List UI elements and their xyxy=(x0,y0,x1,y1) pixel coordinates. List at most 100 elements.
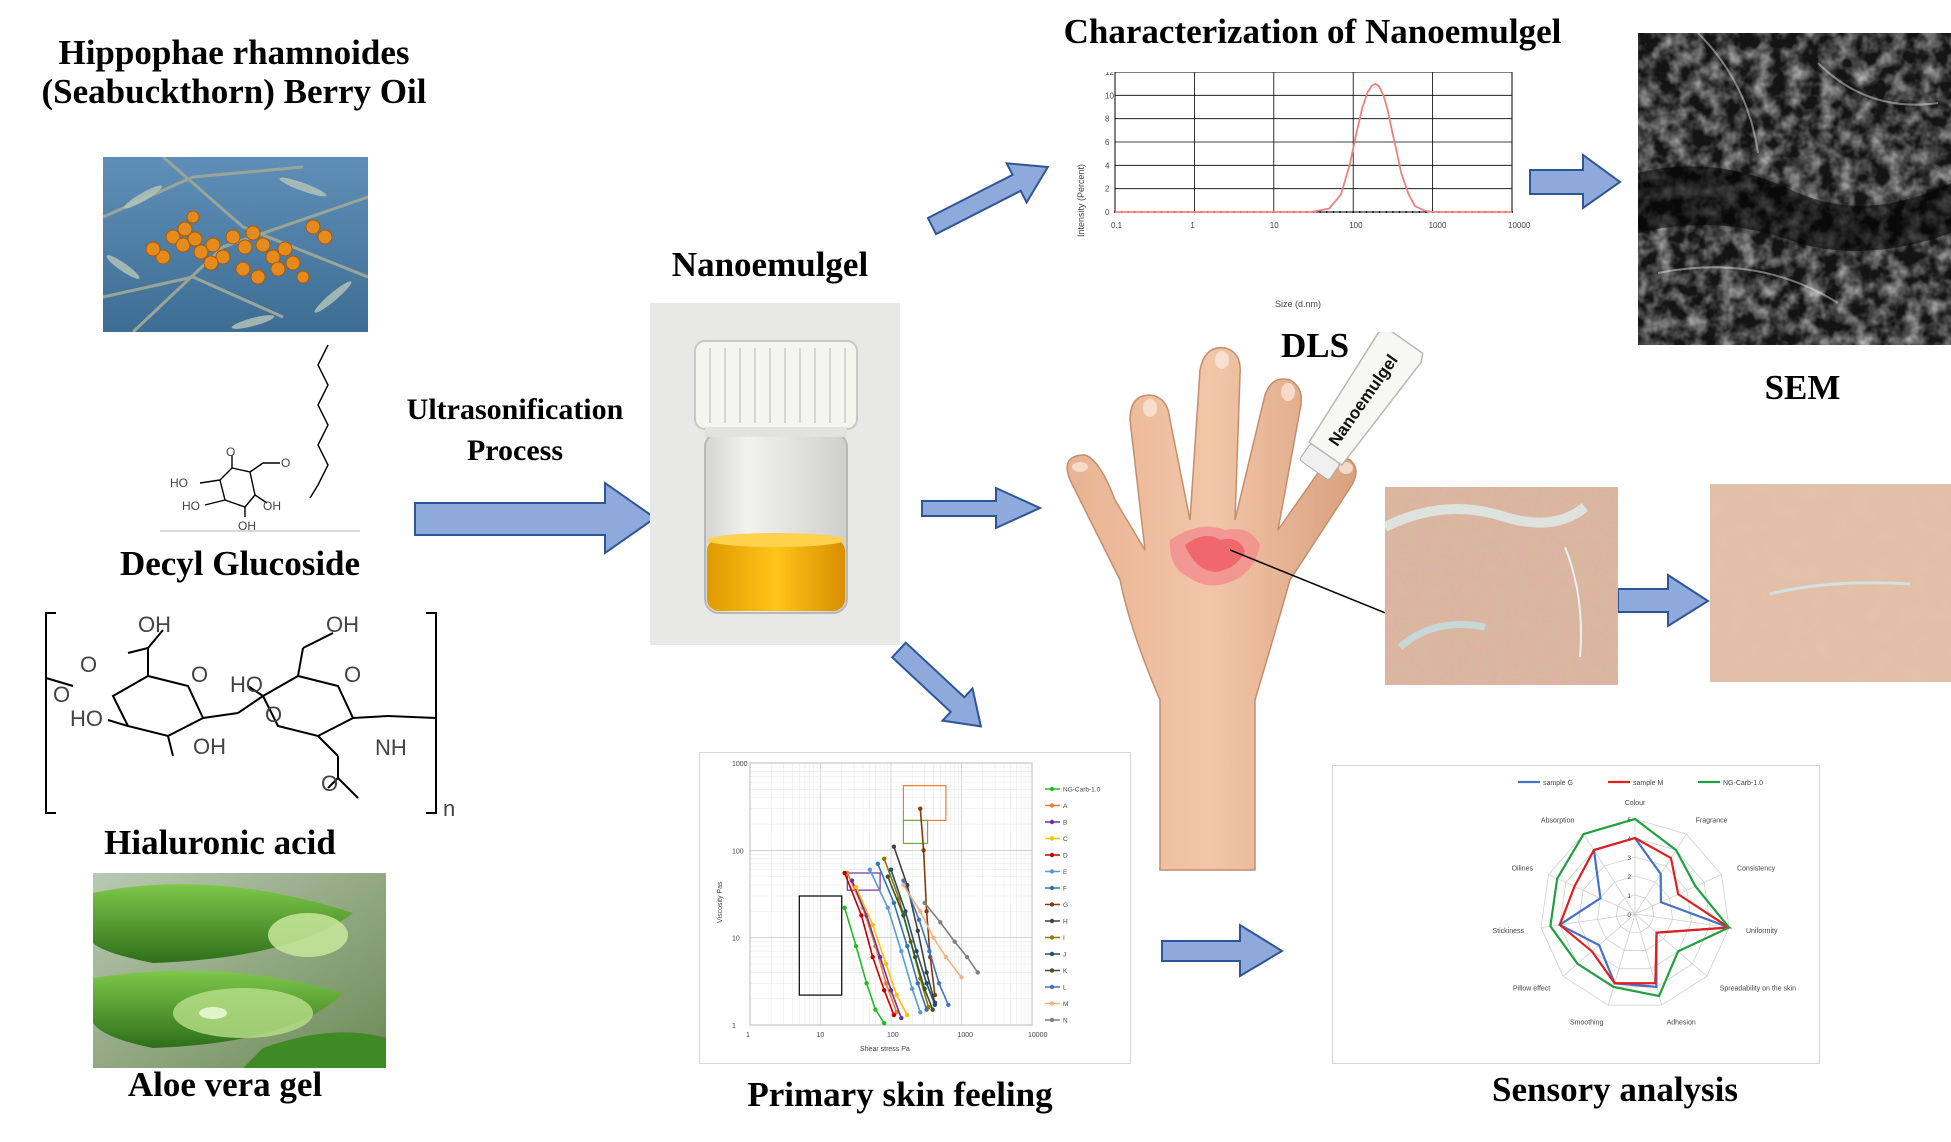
radar-grid-ring xyxy=(1578,856,1692,970)
dls-baseline-marker xyxy=(1319,211,1322,213)
dls-baseline-marker xyxy=(1378,211,1381,213)
rheo-legend-marker xyxy=(1049,836,1055,841)
ha-group-label: O xyxy=(344,662,361,687)
rheology-ylabel: Viscosity Pas xyxy=(717,881,724,923)
rheo-xtick-label: 100 xyxy=(887,1032,899,1039)
radar-rtick-label: 2 xyxy=(1627,874,1631,881)
rheo-legend-label: E xyxy=(1063,869,1068,876)
decyl-group-label: OH xyxy=(238,519,256,533)
arrow-to-skin-feeling xyxy=(890,641,983,728)
rheo-ytick-label: 10 xyxy=(732,936,740,943)
dls-ytick-label: 8 xyxy=(1105,115,1110,124)
rheo-data-point xyxy=(943,954,949,960)
arrow-to-dls xyxy=(926,162,1050,236)
rheo-legend-marker xyxy=(1049,984,1055,990)
radar-axis-label: Absorption xyxy=(1541,818,1575,825)
radar-axis-label: Adhesion xyxy=(1667,1020,1696,1027)
rheo-data-point xyxy=(915,928,921,933)
dls-xlabel: Size (d.nm) xyxy=(1275,299,1321,309)
rheo-data-point xyxy=(918,806,923,811)
dls-ytick-label: 4 xyxy=(1105,161,1110,170)
rheo-legend-label: F xyxy=(1063,886,1067,893)
aloe-vera-photo xyxy=(93,873,386,1068)
dls-baseline-marker xyxy=(1411,211,1414,213)
dls-xtick-label: 1000 xyxy=(1429,221,1447,230)
rheo-data-point xyxy=(891,844,897,849)
dls-series-line xyxy=(1115,82,1512,213)
rheo-data-point xyxy=(901,882,906,888)
hyaluronic-acid-label: Hialuronic acid xyxy=(104,823,336,862)
ha-group-label: OH xyxy=(326,612,359,637)
rheo-legend-label: NG-Carb-1.0 xyxy=(1063,787,1101,794)
decyl-group-label: HO xyxy=(182,499,200,513)
rheo-data-point xyxy=(894,1010,899,1015)
rheo-data-point xyxy=(864,981,869,986)
seabuckthorn-berries-image xyxy=(103,157,368,332)
dls-xtick-label: 100 xyxy=(1349,221,1363,230)
rheo-legend-label: K xyxy=(1063,968,1068,975)
rheo-legend-marker xyxy=(1049,935,1055,940)
rheo-data-point xyxy=(859,913,864,918)
radar-grid-ring xyxy=(1540,818,1730,1006)
rheo-data-point xyxy=(905,1012,910,1018)
radar-grid-ring xyxy=(1596,875,1674,951)
rheo-data-point xyxy=(881,856,887,861)
dls-ytick-label: 6 xyxy=(1105,138,1110,147)
dls-ytick-label: 0 xyxy=(1105,208,1110,217)
sem-label: SEM xyxy=(1764,368,1841,407)
dls-baseline-marker xyxy=(1352,211,1355,213)
hyaluronic-acid-structure: OH O O HO O HO OH OH O O NH O n xyxy=(45,612,455,821)
radar-rtick-label: 3 xyxy=(1627,855,1631,862)
rheo-data-point xyxy=(924,970,929,975)
ha-group-label: NH xyxy=(375,735,407,760)
radar-axis-label: Smoothing xyxy=(1570,1020,1604,1027)
radar-grid-ring xyxy=(1615,894,1655,933)
rheo-data-point xyxy=(891,1012,897,1018)
decyl-group-label: O xyxy=(226,445,235,459)
radar-spoke xyxy=(1634,913,1730,928)
hand-illustration xyxy=(1066,346,1357,871)
ha-group-label: O xyxy=(80,652,97,677)
dls-ytick-label: 10 xyxy=(1105,91,1114,100)
rheo-data-point xyxy=(922,986,927,991)
rheo-xtick-label: 10 xyxy=(817,1032,825,1039)
rheo-legend-marker xyxy=(1049,803,1055,808)
rheo-data-point xyxy=(918,909,923,914)
rheo-legend-marker xyxy=(1049,852,1055,858)
arrow-dls-to-sem xyxy=(1529,153,1622,210)
process-label-text: Ultrasonification Process xyxy=(406,393,624,467)
seabuckthorn-photo xyxy=(103,157,368,332)
rheo-ytick-label: 100 xyxy=(732,848,744,855)
decyl-group-label: HO xyxy=(170,476,188,490)
rheo-data-point xyxy=(931,935,936,940)
rheo-data-point xyxy=(952,939,957,944)
dls-baseline-marker xyxy=(1365,211,1368,213)
rheo-ytick-label: 1000 xyxy=(732,761,748,768)
dls-xtick-label: 10000 xyxy=(1508,221,1530,230)
rheo-data-point xyxy=(903,909,908,914)
dls-baseline-marker xyxy=(1372,211,1375,213)
radar-rtick-label: 1 xyxy=(1627,893,1631,900)
rheo-data-point xyxy=(964,954,970,960)
nanoemulgel-tube: Nanoemulgel xyxy=(1299,332,1424,480)
dls-baseline-marker xyxy=(1358,211,1361,213)
rheo-data-point xyxy=(875,861,881,867)
rheo-data-point xyxy=(959,975,964,980)
rheo-data-point xyxy=(870,954,875,960)
rheo-data-point xyxy=(853,943,859,949)
rheo-data-point xyxy=(870,922,875,928)
rheo-data-point xyxy=(910,986,915,991)
arrow-to-hand xyxy=(921,486,1043,530)
rheo-data-point xyxy=(916,917,922,923)
ha-group-label: O xyxy=(53,682,70,707)
rheo-data-point xyxy=(873,1007,878,1012)
rheo-legend-marker xyxy=(1049,968,1055,973)
rheo-legend-label: M xyxy=(1063,1001,1068,1008)
radar-axis-label: Uniformity xyxy=(1746,928,1778,935)
